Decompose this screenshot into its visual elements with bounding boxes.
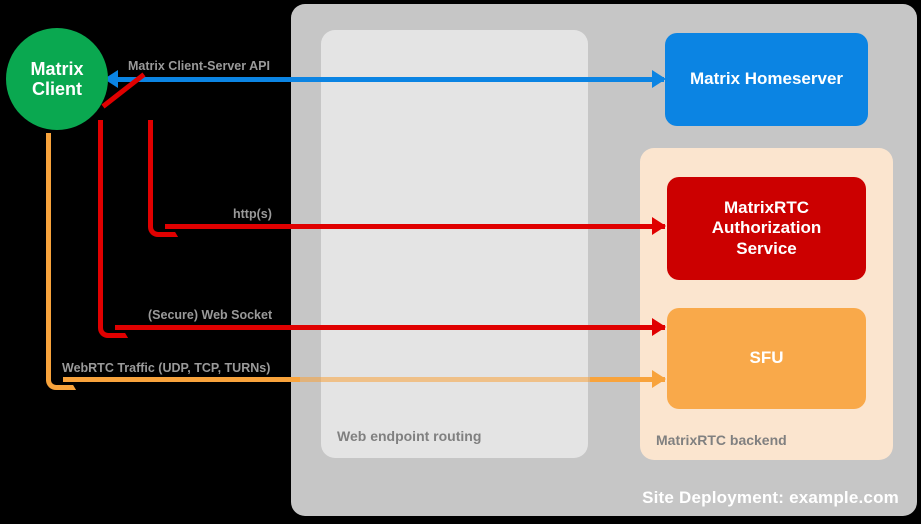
line-webrtc-horizontal-left xyxy=(63,377,300,382)
elbow-websocket xyxy=(98,308,128,338)
arrowhead-client-server-api-right xyxy=(652,70,666,88)
label-http-jwt: http(s) xyxy=(233,207,272,221)
arrowhead-webrtc-sfu xyxy=(652,370,666,388)
line-http-jwt-vertical xyxy=(148,120,153,220)
label-webrtc: WebRTC Traffic (UDP, TCP, TURNs) xyxy=(62,361,271,375)
label-websocket: (Secure) Web Socket xyxy=(148,308,273,322)
auth-service-line3: Service xyxy=(736,238,797,258)
line-http-jwt-horizontal xyxy=(165,224,665,229)
web-endpoint-routing-container: Web endpoint routing xyxy=(321,30,588,458)
auth-service-line1: MatrixRTC xyxy=(723,198,809,218)
line-webrtc-vertical xyxy=(46,133,51,371)
node-matrix-homeserver[interactable]: Matrix Homeserver xyxy=(665,33,868,126)
node-matrixrtc-authorization-service[interactable]: MatrixRTC Authorization Service xyxy=(667,177,866,280)
line-webrtc-horizontal-overlay xyxy=(300,377,590,382)
matrix-client-line2: Client xyxy=(31,79,82,99)
site-deployment-label: Site Deployment: example.com xyxy=(642,488,899,507)
line-websocket-vertical xyxy=(98,120,103,320)
line-webrtc-horizontal-right xyxy=(590,377,665,382)
auth-service-line2: Authorization xyxy=(711,218,822,238)
node-sfu[interactable]: SFU xyxy=(667,308,866,409)
matrixrtc-backend-label: MatrixRTC backend xyxy=(656,432,787,448)
label-client-server-api: Matrix Client-Server API xyxy=(128,59,270,73)
matrix-homeserver-label: Matrix Homeserver xyxy=(689,69,844,89)
elbow-http-jwt xyxy=(148,207,178,237)
web-endpoint-routing-label: Web endpoint routing xyxy=(337,428,482,444)
node-matrix-client[interactable]: Matrix Client xyxy=(6,28,108,130)
line-websocket-horizontal xyxy=(115,325,665,330)
arrowhead-websocket-sfu xyxy=(652,318,666,336)
sfu-label: SFU xyxy=(749,348,784,368)
elbow-webrtc xyxy=(46,360,76,390)
arrowhead-http-jwt-auth xyxy=(652,217,666,235)
matrix-client-line1: Matrix xyxy=(30,58,84,79)
line-client-server-api xyxy=(118,77,664,82)
